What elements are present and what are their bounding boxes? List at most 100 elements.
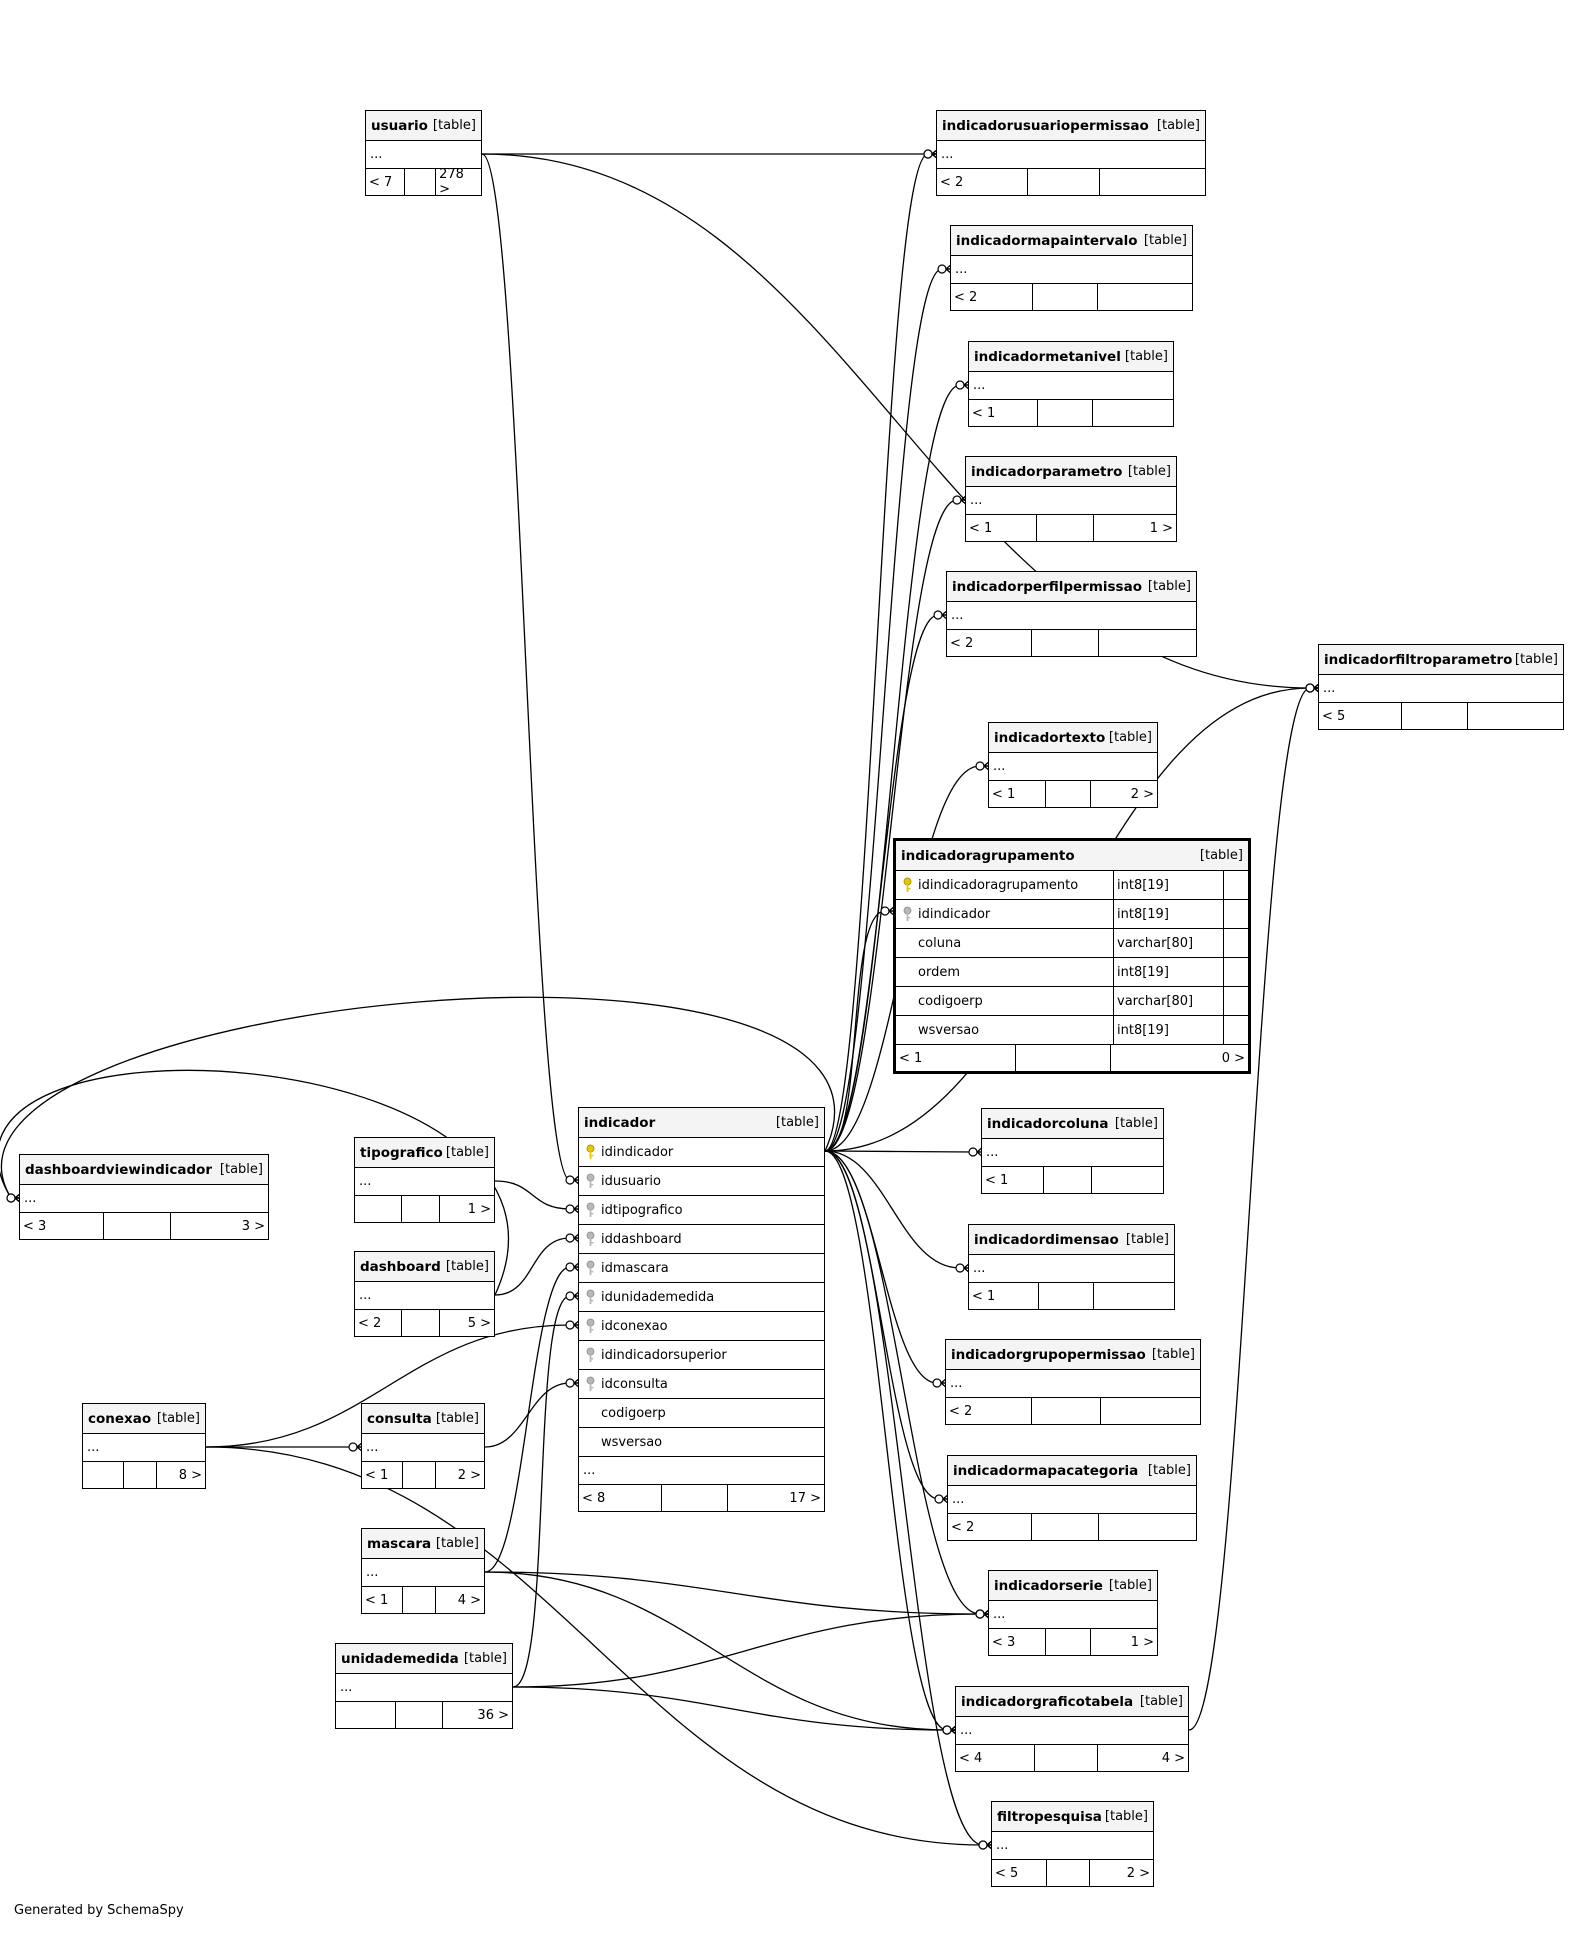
indicadormapaintervalo-type-label: [table] xyxy=(1143,233,1187,248)
table-indicadormapacategoria[interactable]: indicadormapacategoria[table]...< 2 xyxy=(947,1455,1197,1541)
indicadorcoluna-header[interactable]: indicadorcoluna[table] xyxy=(982,1109,1163,1139)
primary-key-icon xyxy=(586,1144,594,1159)
relationship-edge-indicador-indicadorgrupopermissao xyxy=(824,1150,938,1384)
tipografico-footer-cell-1 xyxy=(355,1196,403,1222)
indicadorperfilpermissao-footer-cell-1: < 2 xyxy=(947,630,1032,656)
zero-or-many-marker-icon xyxy=(978,1840,988,1850)
indicador-column-row: iddashboard xyxy=(579,1225,824,1254)
indicadorserie-header[interactable]: indicadorserie[table] xyxy=(989,1571,1157,1601)
conexao-footer-cell-3: 8 > xyxy=(178,1467,202,1483)
indicadorgrupopermissao-ellipsis: ... xyxy=(946,1370,1200,1398)
indicadorperfilpermissao-ellipsis: ... xyxy=(947,602,1196,630)
indicadormapacategoria-footer-cell-1: < 2 xyxy=(948,1514,1033,1540)
indicadorusuariopermissao-name: indicadorusuariopermissao xyxy=(942,117,1149,134)
table-indicadorfiltroparametro[interactable]: indicadorfiltroparametro[table]...< 5 xyxy=(1318,644,1564,730)
dashboard-footer-cell-3: 5 > xyxy=(467,1315,491,1331)
relationship-edge-indicador-indicadoragrupamento xyxy=(824,910,886,1152)
consulta-name: consulta xyxy=(367,1410,432,1427)
table-indicadormapaintervalo[interactable]: indicadormapaintervalo[table]...< 2 xyxy=(950,225,1193,311)
foreign-key-icon xyxy=(586,1376,594,1391)
indicadormapacategoria-header[interactable]: indicadormapacategoria[table] xyxy=(948,1456,1196,1486)
conexao-type-label: [table] xyxy=(156,1411,200,1426)
tipografico-footer: 1 > xyxy=(355,1196,494,1222)
relationship-edge-indicador-indicadormapacategoria xyxy=(824,1150,940,1500)
indicador-column-row: wsversao xyxy=(579,1428,824,1457)
indicadorfiltroparametro-footer-cell-2 xyxy=(1402,703,1468,729)
table-indicadorcoluna[interactable]: indicadorcoluna[table]...< 1 xyxy=(981,1108,1164,1194)
zero-or-many-marker-icon xyxy=(978,1840,988,1850)
table-indicadordimensao[interactable]: indicadordimensao[table]...< 1 xyxy=(968,1224,1175,1310)
indicadorperfilpermissao-header[interactable]: indicadorperfilpermissao[table] xyxy=(947,572,1196,602)
indicadoragrupamento-header[interactable]: indicadoragrupamento[table] xyxy=(896,841,1248,871)
dashboardviewindicador-name: dashboardviewindicador xyxy=(25,1161,213,1178)
table-indicadorgrupopermissao[interactable]: indicadorgrupopermissao[table]...< 2 xyxy=(945,1339,1201,1425)
unidademedida-header[interactable]: unidademedida[table] xyxy=(336,1644,512,1674)
indicadorparametro-header[interactable]: indicadorparametro[table] xyxy=(966,457,1176,487)
dashboard-header[interactable]: dashboard[table] xyxy=(355,1252,494,1282)
indicador-header[interactable]: indicador[table] xyxy=(579,1108,824,1138)
indicador-name: indicador xyxy=(584,1114,656,1131)
zero-or-many-marker-icon xyxy=(975,1609,985,1619)
table-indicadoragrupamento[interactable]: indicadoragrupamento[table]idindicadorag… xyxy=(893,838,1251,1074)
indicadormapaintervalo-name: indicadormapaintervalo xyxy=(956,232,1138,249)
table-conexao[interactable]: conexao[table]...8 > xyxy=(82,1403,206,1489)
indicadorusuariopermissao-header[interactable]: indicadorusuariopermissao[table] xyxy=(937,111,1205,141)
table-indicadorperfilpermissao[interactable]: indicadorperfilpermissao[table]...< 2 xyxy=(946,571,1197,657)
usuario-footer-cell-3: 278 > xyxy=(439,167,464,197)
table-indicadormetanivel[interactable]: indicadormetanivel[table]...< 1 xyxy=(968,341,1174,427)
indicadormetanivel-footer-cell-2 xyxy=(1038,400,1094,426)
table-indicadorusuariopermissao[interactable]: indicadorusuariopermissao[table]...< 2 xyxy=(936,110,1206,196)
indicadorcoluna-footer-cell-2 xyxy=(1044,1167,1093,1193)
indicador-column-row: idindicadorsuperior xyxy=(579,1341,824,1370)
tipografico-ellipsis: ... xyxy=(355,1168,494,1196)
unidademedida-footer-cell-3: 36 > xyxy=(477,1707,509,1723)
filtropesquisa-header[interactable]: filtropesquisa[table] xyxy=(992,1802,1153,1832)
indicadorgrupopermissao-header[interactable]: indicadorgrupopermissao[table] xyxy=(946,1340,1200,1370)
indicadormetanivel-header[interactable]: indicadormetanivel[table] xyxy=(969,342,1173,372)
indicadormapaintervalo-header[interactable]: indicadormapaintervalo [table] xyxy=(951,226,1192,256)
usuario-header[interactable]: usuario[table] xyxy=(366,111,481,141)
dashboardviewindicador-header[interactable]: dashboardviewindicador[table] xyxy=(20,1155,268,1185)
indicadortexto-header[interactable]: indicadortexto[table] xyxy=(989,723,1157,753)
consulta-footer-cell-1: < 1 xyxy=(362,1462,404,1488)
relationship-edge-consulta-indicador xyxy=(484,1382,571,1448)
indicadorserie-footer-cell-3: 1 > xyxy=(1130,1634,1154,1650)
indicadormetanivel-footer-cell-3 xyxy=(1093,400,1173,426)
unidademedida-footer: 36 > xyxy=(336,1702,512,1728)
indicadordimensao-header[interactable]: indicadordimensao[table] xyxy=(969,1225,1174,1255)
indicadoragrupamento-column-type: int8[19] xyxy=(1113,958,1223,986)
mascara-header[interactable]: mascara[table] xyxy=(362,1529,484,1559)
indicadorgraficotabela-header[interactable]: indicadorgraficotabela[table] xyxy=(956,1687,1188,1717)
tipografico-header[interactable]: tipografico[table] xyxy=(355,1138,494,1168)
indicadorserie-ellipsis: ... xyxy=(989,1601,1157,1629)
conexao-footer-cell-2 xyxy=(124,1462,158,1488)
indicadorperfilpermissao-type-label: [table] xyxy=(1147,579,1191,594)
indicadorfiltroparametro-header[interactable]: indicadorfiltroparametro[table] xyxy=(1319,645,1563,675)
indicadorusuariopermissao-footer-cell-2 xyxy=(1028,169,1101,195)
indicadorcoluna-name: indicadorcoluna xyxy=(987,1115,1109,1132)
zero-or-many-marker-icon xyxy=(975,1609,985,1619)
indicadortexto-ellipsis: ... xyxy=(989,753,1157,781)
conexao-header[interactable]: conexao[table] xyxy=(83,1404,205,1434)
indicadorgrupopermissao-name: indicadorgrupopermissao xyxy=(951,1346,1146,1363)
table-unidademedida[interactable]: unidademedida[table]...36 > xyxy=(335,1643,513,1729)
indicador-column-row: idindicador xyxy=(579,1138,824,1167)
consulta-header[interactable]: consulta[table] xyxy=(362,1404,484,1434)
table-tipografico[interactable]: tipografico[table]...1 > xyxy=(354,1137,495,1223)
